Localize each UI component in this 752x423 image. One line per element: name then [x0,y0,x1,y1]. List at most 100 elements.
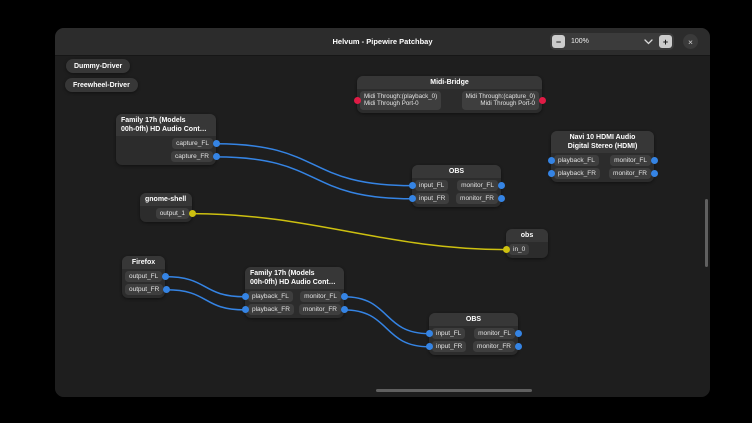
port-playback_fr[interactable]: playback_FR [241,304,294,316]
zoom-out-button[interactable]: − [552,35,565,48]
port-output_1[interactable]: output_1 [155,208,196,220]
output-port-dot[interactable] [538,96,546,104]
output-port-dot[interactable] [340,306,348,314]
node-obs-bottom[interactable]: OBS input_FL monitor_FL input_FR monitor_FR [425,313,522,356]
cable-link[interactable] [215,143,413,187]
node-title-text: Family 17h (Models [121,117,186,124]
port-label: monitor_FR [477,342,511,350]
window-title: Helvum - Pipewire Patchbay [332,37,433,46]
port-output_fl[interactable]: output_FL [125,271,169,283]
port-playback_fr[interactable]: playback_FR [547,168,600,180]
node-family-bottom[interactable]: Family 17h (Models 00h-0fh) HD Audio Cont… [241,267,348,319]
input-port-dot[interactable] [408,182,416,190]
cable-link[interactable] [343,296,430,335]
port-input_fr[interactable]: input_FR [425,341,467,353]
vertical-scrollbar-thumb[interactable] [705,199,708,267]
output-port-dot[interactable] [497,182,505,190]
node-header: Freewheel-Driver [65,78,138,92]
output-port-dot[interactable] [161,273,169,281]
zoom-level-value: 100% [571,38,589,45]
node-header: Midi-Bridge [357,76,542,90]
port-monitor_fl[interactable]: monitor_FL [474,328,522,340]
cable-link[interactable] [165,275,246,298]
port-label: monitor_FR [613,169,647,177]
output-port-dot[interactable] [650,170,658,178]
input-port-dot[interactable] [241,306,249,314]
input-port-dot[interactable] [241,293,249,301]
close-button[interactable]: × [683,34,698,49]
node-title-text: 00h-0fh) HD Audio Cont… [250,279,336,287]
port-label: capture_FR [175,152,209,160]
port-label: input_FL [436,329,462,337]
port-monitor_fl[interactable]: monitor_FL [610,155,658,167]
port-input_fr[interactable]: input_FR [408,193,450,205]
port-label: Midi Through Port-0 [480,100,535,108]
node-freewheel-driver[interactable]: Freewheel-Driver [65,78,138,93]
port-input_fl[interactable]: input_FL [425,328,466,340]
port-monitor_fl[interactable]: monitor_FL [457,180,505,192]
titlebar[interactable]: Helvum - Pipewire Patchbay − 100% + × [55,28,710,56]
input-port-dot[interactable] [425,343,433,351]
port-label: monitor_FR [303,305,337,313]
output-port-dot[interactable] [514,343,522,351]
port-monitor_fr[interactable]: monitor_FR [299,304,348,316]
port-monitor_fl[interactable]: monitor_FL [300,291,348,303]
zoom-in-button[interactable]: + [659,35,672,48]
horizontal-scrollbar-thumb[interactable] [376,389,532,392]
cable-link[interactable] [343,309,430,348]
input-port-dot[interactable] [425,330,433,338]
node-title-text: Freewheel-Driver [73,81,130,89]
output-port-dot[interactable] [650,157,658,165]
output-port-dot[interactable] [497,195,505,203]
input-port-dot[interactable] [408,195,416,203]
port-monitor_fr[interactable]: monitor_FR [609,168,658,180]
output-port-dot[interactable] [340,293,348,301]
node-header: OBS [429,313,518,327]
output-port-dot[interactable] [212,153,220,161]
input-port-dot[interactable] [547,170,555,178]
cable-link[interactable] [191,212,507,251]
output-port-dot[interactable] [514,330,522,338]
input-port-dot[interactable] [353,96,361,104]
port-midi-through-capture_0-[interactable]: Midi Through:(capture_0)Midi Through Por… [461,91,546,110]
node-title-text: Family 17h (Models [250,270,315,277]
input-port-dot[interactable] [502,246,510,254]
port-monitor_fr[interactable]: monitor_FR [456,193,505,205]
output-port-dot[interactable] [212,140,220,148]
node-header: Family 17h (Models 00h-0fh) HD Audio Cont… [245,267,344,290]
port-output_fr[interactable]: output_FR [125,284,170,296]
port-label: capture_FL [176,139,209,147]
cable-link[interactable] [166,289,246,311]
output-port-dot[interactable] [162,286,170,294]
output-port-dot[interactable] [188,210,196,218]
port-label: input_FR [436,342,463,350]
port-capture_fr[interactable]: capture_FR [171,151,220,163]
zoom-controls: − 100% + × [550,33,698,50]
port-playback_fl[interactable]: playback_FL [547,155,599,167]
cable-link[interactable] [215,156,413,200]
zoom-level-dropdown[interactable]: 100% [567,38,657,45]
node-dummy-driver[interactable]: Dummy-Driver [66,59,131,74]
chevron-down-icon [644,38,653,44]
port-playback_fl[interactable]: playback_FL [241,291,293,303]
port-label: output_FR [129,285,160,293]
node-title-text: Dummy-Driver [74,62,123,70]
node-title-text: Digital Stereo (HDMI) [567,143,638,151]
port-monitor_fr[interactable]: monitor_FR [473,341,522,353]
port-label: monitor_FL [478,329,511,337]
input-port-dot[interactable] [547,157,555,165]
port-in_0[interactable]: in_0 [502,244,530,256]
port-label: output_FL [129,272,159,280]
port-capture_fl[interactable]: capture_FL [172,138,220,150]
port-midi-through-playback_0-[interactable]: Midi Through:(playback_0)Midi Through Po… [353,91,442,110]
port-input_fl[interactable]: input_FL [408,180,449,192]
